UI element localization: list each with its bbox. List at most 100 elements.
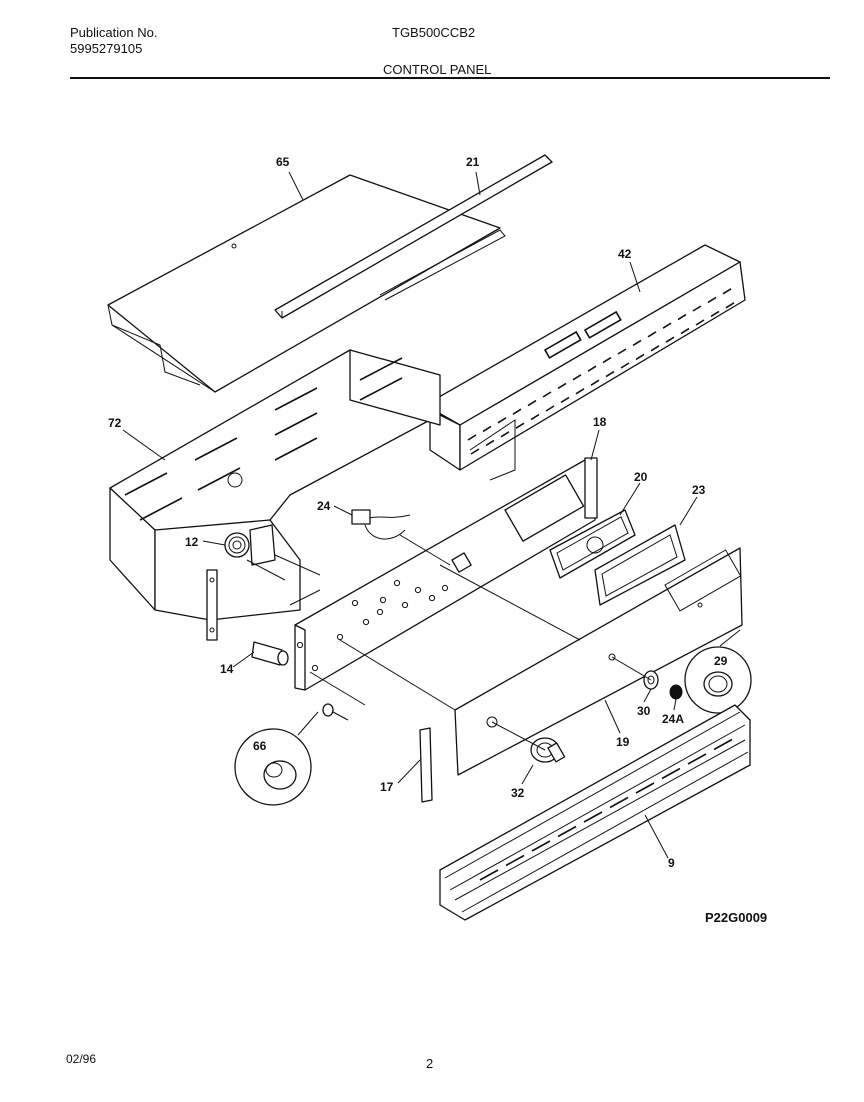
part-20-bezel [549, 509, 636, 579]
header-rule [70, 77, 830, 79]
vent-slot [575, 388, 585, 395]
part-9-lower-rail [439, 704, 751, 921]
part-19-front-panel [454, 547, 743, 776]
vent-slot [527, 399, 537, 407]
vent-slot [467, 434, 477, 441]
vent-slot [677, 313, 687, 321]
callout-17: 17 [380, 780, 394, 794]
vent-slot [560, 396, 570, 404]
vent-slot [194, 437, 238, 461]
callout-20: 20 [634, 470, 648, 484]
part-66-detail [234, 703, 349, 806]
mount-hole [296, 641, 304, 649]
part-29-knob-detail [684, 646, 752, 714]
callout-42: 42 [618, 247, 632, 261]
vent-slot [722, 288, 732, 295]
vent-slot [620, 362, 630, 369]
vent-slot [647, 331, 657, 338]
callout-72: 72 [108, 416, 122, 430]
mount-hole [441, 584, 449, 592]
rail-slot [713, 738, 733, 751]
leader-lines [122, 171, 741, 859]
publication-label: Publication No. [70, 25, 158, 40]
vent-slot [542, 391, 552, 398]
vent-slot [572, 374, 582, 381]
vent-slot [512, 408, 522, 415]
callout-12: 12 [185, 535, 199, 549]
callout-24a: 24A [662, 712, 684, 726]
vent-slot [635, 353, 645, 361]
callout-21: 21 [466, 155, 480, 169]
rail-slot [479, 869, 499, 881]
part-12-thermostat [224, 524, 321, 581]
vent-slot [545, 405, 555, 412]
part-17-post [419, 727, 433, 803]
vent-slot [710, 310, 720, 318]
part-21-trim-strip [274, 154, 553, 319]
rail-slot [661, 767, 681, 780]
vent-slot [500, 431, 510, 438]
vent-slot [602, 356, 612, 364]
callout-29: 29 [714, 654, 728, 668]
part-24-harness [351, 509, 451, 566]
part-14-terminal [251, 641, 289, 666]
mount-hole [351, 599, 359, 607]
part-24a-cap [669, 684, 683, 700]
vent-slot [470, 448, 480, 455]
vent-slot [139, 497, 183, 521]
mount-hole [428, 594, 436, 602]
vent-slot [695, 319, 705, 326]
mount-hole [376, 608, 384, 616]
model-number: TGB500CCB2 [392, 25, 476, 40]
vent-slot [590, 379, 600, 386]
callout-14: 14 [220, 662, 234, 676]
vent-slot [485, 439, 495, 447]
page-number: 2 [426, 1056, 434, 1071]
vent-slot [680, 327, 690, 335]
part-72-housing [109, 349, 441, 641]
callout-65: 65 [276, 155, 290, 169]
mount-hole [393, 579, 401, 587]
callouts: 65 21 42 72 18 20 23 24 12 14 29 30 24A … [108, 155, 767, 925]
part-23-window [594, 524, 686, 606]
rail-slot [687, 753, 707, 765]
mount-hole [311, 664, 319, 672]
vent-slot [197, 467, 241, 491]
mount-hole [401, 601, 409, 609]
callout-24: 24 [317, 499, 331, 513]
rail-slot [531, 840, 551, 852]
vent-slot [692, 305, 702, 312]
section-title: CONTROL PANEL [383, 62, 492, 77]
vent-slot [497, 417, 507, 424]
control-bracket [294, 457, 598, 691]
drawing-code: P22G0009 [705, 910, 767, 925]
publication-number: 5995279105 [70, 41, 143, 56]
callout-23: 23 [692, 483, 706, 497]
vent-slot [124, 472, 168, 496]
mount-hole [362, 618, 370, 626]
vent-slot [665, 336, 675, 343]
vent-slot [632, 339, 642, 347]
vent-slot [274, 387, 318, 411]
callout-18: 18 [593, 415, 607, 429]
vent-slot [707, 296, 717, 304]
vent-slot [650, 345, 660, 352]
callout-19: 19 [616, 735, 630, 749]
rail-slot [557, 825, 577, 838]
mount-hole [336, 633, 344, 641]
rail-slot [609, 796, 629, 809]
rail-slot [583, 811, 603, 823]
footer-date: 02/96 [66, 1052, 97, 1066]
part-65-cover-plate [107, 174, 501, 393]
vent-slot [605, 370, 615, 378]
callout-9: 9 [668, 856, 675, 870]
vent-slot [662, 322, 672, 329]
vent-slot [617, 348, 627, 355]
vent-slot [587, 365, 597, 372]
vent-slot [482, 425, 492, 433]
vent-slot [274, 437, 318, 461]
vent-slot [359, 377, 403, 401]
vent-slot [557, 382, 567, 390]
mount-hole [414, 586, 422, 594]
